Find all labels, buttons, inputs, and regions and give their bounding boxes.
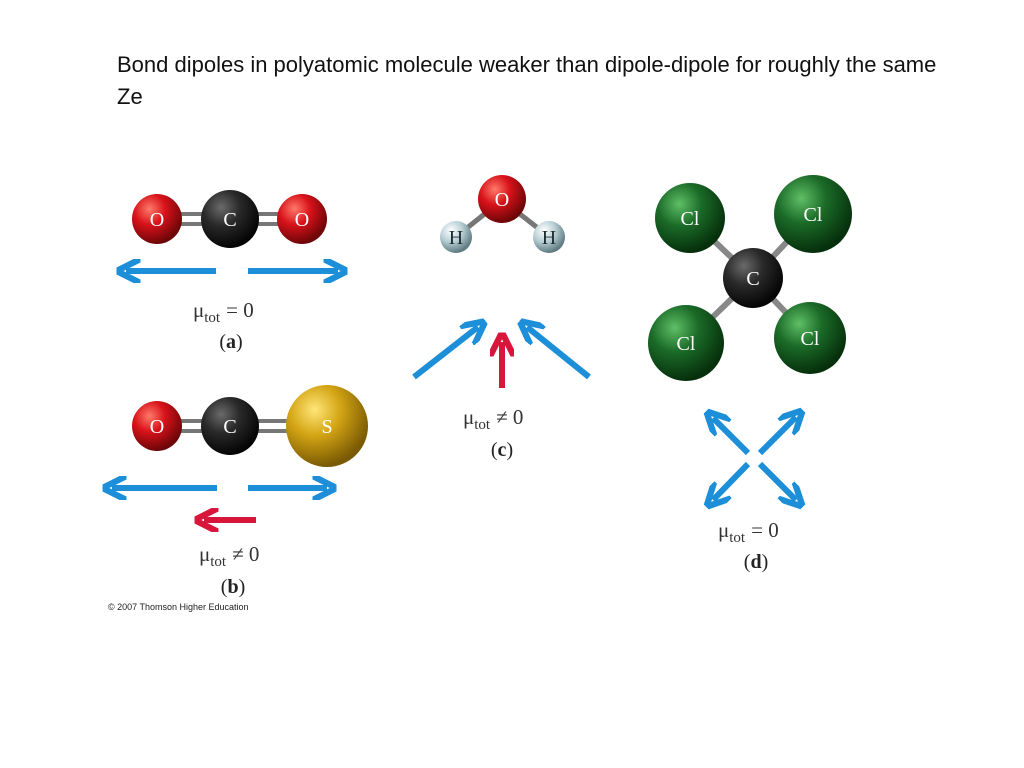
- mu-subscript: tot: [729, 530, 746, 546]
- atom-label: H: [449, 227, 463, 249]
- panel-label-d: (d): [744, 551, 768, 573]
- atom-carbon: C: [723, 248, 783, 308]
- atom-label: Cl: [681, 208, 700, 230]
- atom-label: O: [295, 209, 309, 231]
- atom-label: Cl: [804, 204, 823, 226]
- copyright-notice: © 2007 Thomson Higher Education: [108, 602, 249, 612]
- mu-relation: ≠ 0: [232, 542, 259, 566]
- bond-dipole-arrow-down-left: [713, 461, 751, 500]
- mu-subscript: tot: [474, 417, 491, 433]
- mu-relation: ≠ 0: [496, 405, 523, 429]
- atom-hydrogen-left: H: [440, 221, 472, 253]
- atom-label: C: [746, 268, 759, 290]
- slide-title: Bond dipoles in polyatomic molecule weak…: [117, 52, 937, 109]
- bond-dipole-arrow-left: [412, 327, 478, 380]
- mu-subscript: tot: [204, 310, 221, 326]
- atom-oxygen: O: [478, 175, 526, 223]
- mu-symbol: μ: [193, 298, 204, 322]
- atom-hydrogen-right: H: [533, 221, 565, 253]
- atom-chlorine-bottom-right: Cl: [774, 302, 846, 374]
- atom-label: S: [321, 416, 332, 438]
- atom-label: C: [223, 416, 236, 438]
- atom-chlorine-top-left: Cl: [655, 183, 725, 253]
- panel-d-ccl4: Cl Cl Cl Cl C μtot = 0 (d): [648, 175, 852, 573]
- atom-sulfur: S: [286, 385, 368, 467]
- mu-symbol: μ: [718, 518, 729, 542]
- panel-label-b: (b): [221, 576, 245, 598]
- bond-dipole-arrow-up-right: [757, 417, 796, 456]
- bond-dipole-arrow-up-left: [713, 418, 751, 456]
- atom-label: Cl: [677, 333, 696, 355]
- panel-label-a: (a): [219, 331, 242, 353]
- net-dipole-label: μtot ≠ 0: [199, 542, 259, 570]
- panel-c-h2o: O H H μtot ≠ 0 (c): [412, 175, 591, 461]
- mu-symbol: μ: [463, 405, 474, 429]
- atom-oxygen-left: O: [132, 194, 182, 244]
- panel-b-ocs: O C S μtot ≠ 0 (b): [112, 385, 368, 598]
- net-dipole-label: μtot = 0: [193, 298, 254, 326]
- atom-label: O: [150, 416, 164, 438]
- mu-relation: = 0: [751, 518, 779, 542]
- net-dipole-label: μtot ≠ 0: [463, 405, 523, 433]
- mu-relation: = 0: [226, 298, 254, 322]
- atom-chlorine-bottom-left: Cl: [648, 305, 724, 381]
- mu-subscript: tot: [210, 554, 227, 570]
- atom-carbon: C: [201, 190, 259, 248]
- atom-label: H: [542, 227, 556, 249]
- atom-oxygen-right: O: [277, 194, 327, 244]
- panel-a-co2: O C O μtot = 0 (a): [126, 190, 338, 353]
- atom-oxygen: O: [132, 401, 182, 451]
- atom-chlorine-top-right: Cl: [774, 175, 852, 253]
- atom-carbon: C: [201, 397, 259, 455]
- net-dipole-label: μtot = 0: [718, 518, 779, 546]
- bond-dipole-arrow-down-right: [757, 461, 796, 500]
- mu-symbol: μ: [199, 542, 210, 566]
- atom-label: O: [495, 189, 509, 211]
- bond-dipole-arrow-right: [527, 327, 591, 380]
- atom-label: Cl: [801, 328, 820, 350]
- panel-label-c: (c): [491, 439, 513, 461]
- atom-label: C: [223, 209, 236, 231]
- atom-label: O: [150, 209, 164, 231]
